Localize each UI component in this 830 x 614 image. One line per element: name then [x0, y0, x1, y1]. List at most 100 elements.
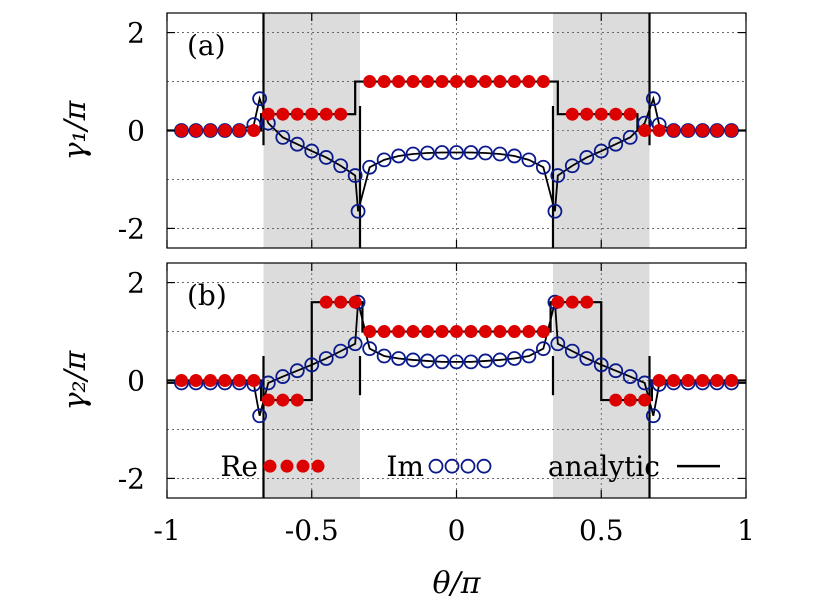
re-marker: [536, 75, 550, 89]
re-marker: [667, 124, 681, 137]
y-axis-label: γ₂/π: [58, 349, 93, 410]
legend-re-label: Re: [220, 450, 258, 483]
legend-im-marker: [476, 458, 492, 474]
im-marker: [550, 168, 566, 183]
x-tick-label: 1: [737, 514, 755, 547]
y-tick-label: 0: [127, 115, 145, 148]
re-marker: [696, 124, 710, 137]
panel-label: (b): [187, 279, 227, 312]
re-marker: [290, 107, 304, 121]
re-markers: [174, 295, 739, 407]
im-marker: [318, 150, 334, 165]
re-marker: [406, 75, 420, 89]
re-marker: [334, 295, 348, 309]
im-marker: [362, 159, 378, 175]
im-marker: [535, 159, 551, 175]
im-marker: [645, 91, 661, 107]
re-marker: [203, 374, 217, 387]
re-marker: [609, 107, 623, 121]
re-marker: [348, 295, 362, 309]
re-marker: [435, 75, 449, 89]
re-marker: [681, 374, 695, 387]
im-marker: [304, 143, 320, 159]
re-marker: [652, 374, 666, 387]
re-marker: [363, 75, 377, 89]
panel-label: (a): [187, 29, 226, 62]
y-tick-label: 2: [127, 17, 145, 50]
im-marker: [622, 129, 638, 145]
re-marker: [406, 325, 420, 339]
im-marker: [420, 145, 435, 161]
im-marker: [579, 150, 595, 165]
re-marker: [594, 107, 608, 121]
legend-re-marker: [311, 459, 325, 473]
re-marker: [319, 295, 333, 309]
re-marker: [580, 295, 594, 309]
im-marker: [347, 336, 363, 352]
re-marker: [623, 107, 637, 121]
re-marker: [522, 75, 536, 89]
im-marker: [275, 369, 291, 384]
im-marker: [391, 351, 407, 366]
x-tick-label: 0: [448, 514, 466, 547]
re-marker: [247, 124, 261, 137]
re-marker: [290, 393, 304, 407]
im-marker: [507, 351, 522, 366]
legend-im-marker: [444, 458, 460, 474]
y-tick-label: 0: [127, 365, 145, 398]
tick-marks: [166, 263, 747, 498]
re-marker: [174, 124, 188, 137]
im-marker: [260, 375, 276, 391]
re-marker: [522, 325, 536, 339]
re-marker: [638, 393, 652, 407]
x-axis-label: θ/π: [433, 566, 482, 601]
re-marker: [421, 325, 435, 339]
y-tick-label: -2: [118, 212, 145, 245]
re-marker: [638, 124, 652, 137]
im-marker: [463, 354, 479, 370]
legend-analytic-label: analytic: [548, 450, 660, 483]
legend-im-markers: [428, 458, 492, 474]
re-marker: [363, 325, 377, 339]
re-marker: [623, 393, 637, 407]
re-marker: [305, 107, 319, 121]
im-marker: [521, 152, 537, 168]
im-marker: [333, 158, 349, 174]
re-marker: [478, 325, 492, 339]
re-marker: [493, 75, 507, 89]
re-marker: [247, 374, 261, 387]
legend: Re Im analytic: [220, 450, 720, 483]
im-marker: [478, 145, 493, 161]
im-marker: [463, 145, 479, 160]
im-marker: [289, 363, 305, 379]
re-marker: [377, 75, 391, 89]
im-marker: [350, 203, 366, 219]
im-marker: [535, 341, 551, 357]
im-marker: [275, 129, 291, 145]
im-marker: [492, 352, 508, 368]
im-marker: [593, 357, 609, 373]
im-marker: [420, 353, 435, 369]
legend-re-marker: [280, 459, 294, 473]
re-marker: [319, 107, 333, 121]
im-marker: [645, 408, 661, 424]
im-marker: [449, 354, 464, 370]
re-marker: [551, 295, 565, 309]
re-marker: [421, 75, 435, 89]
re-marker: [334, 107, 348, 121]
y-tick-labels: -202: [118, 267, 145, 496]
re-marker: [696, 374, 710, 387]
re-marker: [218, 374, 232, 387]
re-marker: [261, 107, 275, 121]
im-marker: [318, 351, 334, 366]
re-marker: [464, 325, 478, 339]
re-marker: [450, 325, 463, 339]
im-marker: [637, 375, 653, 391]
im-marker: [564, 158, 580, 174]
im-marker: [550, 336, 566, 352]
legend-re-marker: [296, 459, 310, 473]
x-tick-label: -1: [153, 514, 180, 547]
